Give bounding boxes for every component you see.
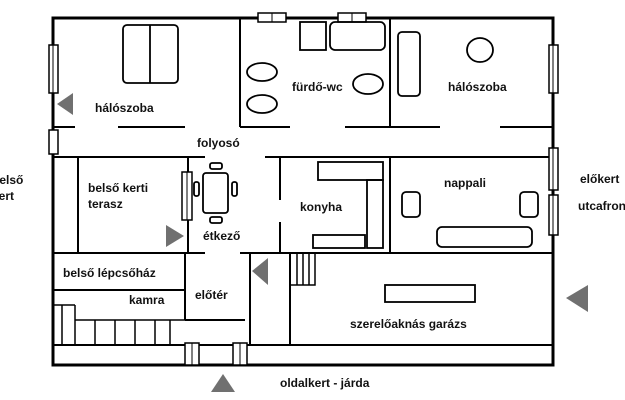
- label-stairwell: belső lépcsőház: [63, 266, 156, 280]
- label-bedroom-right: hálószoba: [448, 80, 507, 94]
- label-garage: szerelőaknás garázs: [350, 317, 467, 331]
- label-side-path: oldalkert - járda: [280, 376, 370, 390]
- label-kitchen: konyha: [300, 200, 343, 214]
- kitchen-counter-bottom: [312, 234, 366, 249]
- sofa: [436, 226, 533, 248]
- toilet-box: [299, 21, 327, 51]
- arrow-bedroom-left: [57, 93, 73, 115]
- arrow-hall: [252, 258, 268, 285]
- arrow-terrace: [166, 225, 184, 247]
- arrow-side-path: [211, 374, 235, 392]
- kitchen-counter-top: [317, 161, 384, 181]
- label-corridor: folyosó: [197, 136, 240, 150]
- outer-wall: [51, 16, 555, 367]
- bathtub: [329, 21, 386, 51]
- basin-3: [352, 73, 384, 95]
- basin-1: [246, 62, 278, 82]
- wardrobe-right: [397, 31, 421, 97]
- armchair-right: [519, 191, 539, 218]
- label-pantry: kamra: [129, 293, 165, 307]
- chair-right: [466, 37, 494, 63]
- garage-pit: [384, 284, 476, 303]
- arrow-garage: [566, 285, 588, 312]
- label-left-garden: belső kert: [0, 173, 24, 203]
- label-street-front: utcafront: [578, 199, 625, 213]
- label-front-garden: előkert: [580, 172, 620, 186]
- label-terrace: belső kerti terasz: [88, 181, 149, 211]
- label-bathroom: fürdő-wc: [292, 80, 343, 94]
- stairwell-stairs: [53, 304, 185, 345]
- kitchen-counter-right: [366, 179, 384, 249]
- dining-table: [202, 172, 229, 214]
- label-bedroom-left: hálószoba: [95, 101, 154, 115]
- label-dining: étkező: [203, 229, 241, 243]
- window-left-corridor: [48, 129, 59, 155]
- basin-2: [246, 94, 278, 114]
- label-hall: előtér: [195, 288, 228, 302]
- label-living: nappali: [444, 176, 487, 190]
- armchair-left: [401, 191, 421, 218]
